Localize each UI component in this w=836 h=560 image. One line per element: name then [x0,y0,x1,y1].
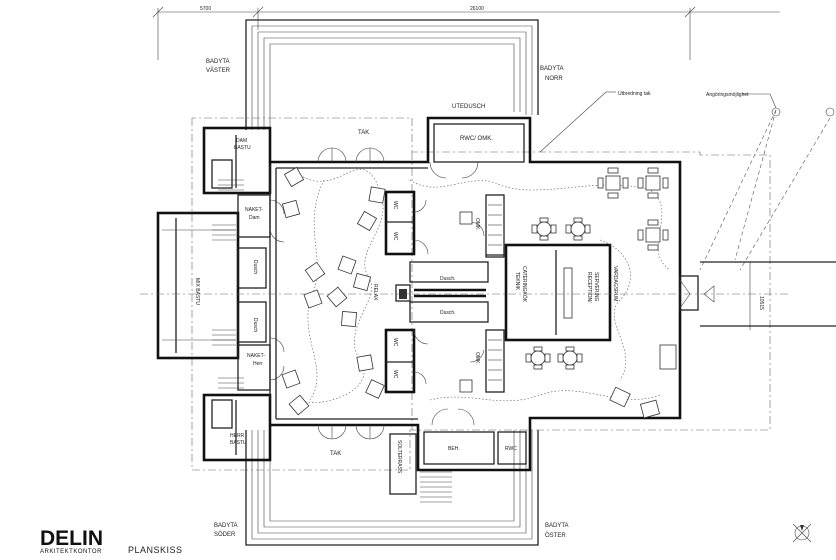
badyta-norr-label-1: BADYTA [540,66,564,72]
herr-bastu-label-2: BASTU [230,440,247,446]
reception-label-1: RECEPTION/ [586,272,592,303]
dusch-label-1: Dusch. [440,276,456,282]
north-arrow-icon [792,523,812,543]
tree-icon [825,107,835,117]
lounge-chairs [281,166,677,419]
solterrass-label: SOLTERRASS [396,440,402,474]
badyta-soder-label-2: SÖDER [214,531,236,538]
entrance-east [679,261,836,327]
company-logo-subtitle: ARKITEKTKONTOR [40,549,102,555]
naket-dam-label-1: NAKET- [245,207,263,213]
tak-bottom-label: TAK [330,451,341,457]
utbredning-tak-label: Utbredning tak [618,91,651,97]
pool-outline [245,19,539,546]
wc-label-3: WC [392,338,398,347]
badyta-oster-label-2: ÖSTER [545,532,566,539]
reception-label-2: SERVERING [593,272,599,301]
rwc-omk-label: RWC/ OMK. [460,136,493,142]
dimension-right: 26100 [470,6,484,12]
badyta-soder-label-1: BADYTA [214,523,238,529]
badyta-norr-label-2: NORR [545,76,563,82]
wc-label-2: WC [392,232,398,241]
wc-label-4: WC [392,370,398,379]
naket-herr-label-1: NAKET- [247,353,265,359]
utedusch-label: UTEDUSCH [452,104,485,110]
angoring-lines [539,91,835,271]
west-wing [156,126,285,462]
beh-label: BEH. [448,446,460,452]
omk-label-1: OMK. [474,218,480,231]
mix-bastu-label: MIX BASTU [194,278,200,305]
drawing-title: PLANSKISS [128,545,183,555]
angoringsmojlighet-label: Angöringsmöjlighet [706,92,749,98]
fireplace [399,289,407,299]
omk-label-2: OMK. [474,352,480,365]
cafe-tables [525,167,669,370]
naket-dam-label-2: Dam [249,215,260,221]
relax-label: RELAX [372,284,378,301]
tak-top-label: TAK [358,130,369,136]
badyta-vaster-label-2: VÄSTER [206,67,231,74]
room-labels: BADYTA VÄSTER BADYTA NORR BADYTA SÖDER B… [194,59,749,539]
tree-icon [771,107,781,117]
dusch-small-label-1: Dusch [252,260,258,274]
dimension-left: 5700 [200,6,211,12]
dam-bastu-label-2: BASTU [234,145,251,151]
dam-bastu-label-1: DAM [236,138,247,144]
dimension-lines: 5700 26100 10515 [152,6,780,330]
vardagsrum-label: VARDAGSRUM [612,266,618,301]
entrance-arrow-icon [703,285,715,303]
badyta-oster-label-1: BADYTA [545,523,569,529]
company-logo: DELIN [40,527,103,550]
teknik-label-2: CATERINGKÖK [521,266,528,303]
herr-bastu-label-1: HERR [230,433,245,439]
dusch-label-2: Dusch. [440,310,456,316]
teknik-label-1: TEKNIK [514,272,520,291]
roof-outline [191,117,771,471]
terrace-doors [317,147,385,440]
dusch-small-label-2: Dusch [252,318,258,332]
rwc-label: RWC [505,446,517,452]
badyta-vaster-label-1: BADYTA [206,59,230,65]
naket-herr-label-2: Herr [253,361,263,367]
dimension-side: 10515 [758,296,764,310]
wc-label-1: WC [392,201,398,210]
solterrass-stairs [389,433,452,503]
